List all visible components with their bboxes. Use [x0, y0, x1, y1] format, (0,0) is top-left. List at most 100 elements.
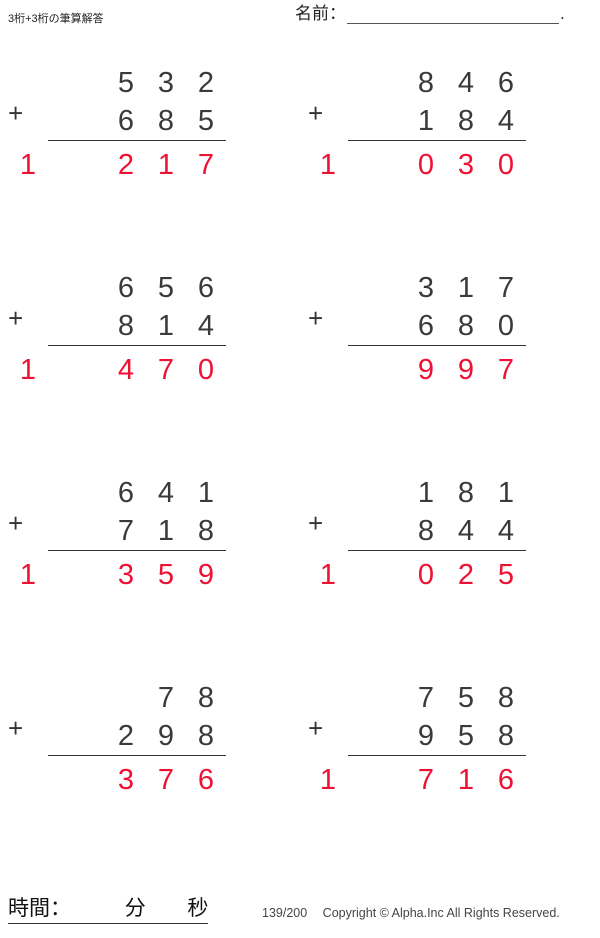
plus-icon: +	[8, 508, 24, 538]
worksheet-footer: 時間： 分 秒 139/200 Copyright © Alpha.Inc Al…	[0, 890, 600, 930]
answer-digit: 1	[457, 764, 475, 796]
answer-digit: 7	[197, 149, 215, 181]
top-operand-digit: 7	[417, 682, 435, 714]
name-input-line[interactable]	[347, 5, 559, 24]
plus-icon: +	[8, 98, 24, 128]
top-operand-digit: 8	[497, 682, 515, 714]
seconds-unit: 秒	[187, 897, 209, 920]
sum-rule-line	[348, 755, 526, 756]
bottom-operand-digit: 8	[497, 720, 515, 752]
sum-rule-line	[348, 550, 526, 551]
top-operand-digit: 5	[157, 272, 175, 304]
top-operand-digit: 1	[197, 477, 215, 509]
plus-icon: +	[308, 98, 324, 128]
answer-digit: 3	[457, 149, 475, 181]
page-number: 139/200	[262, 906, 308, 920]
bottom-operand-digit: 4	[457, 515, 475, 547]
bottom-operand-digit: 6	[117, 105, 135, 137]
bottom-operand-digit: 7	[117, 515, 135, 547]
time-label: 時間：	[8, 897, 71, 920]
answer-digit: 7	[157, 354, 175, 386]
answer-digit: 7	[497, 354, 515, 386]
top-operand-digit: 6	[197, 272, 215, 304]
top-operand-digit: 1	[497, 477, 515, 509]
top-operand-digit: 8	[457, 477, 475, 509]
answer-digit: 3	[117, 764, 135, 796]
top-operand-digit: 3	[417, 272, 435, 304]
bottom-operand-digit: 8	[417, 515, 435, 547]
top-operand-digit: 7	[157, 682, 175, 714]
top-operand-digit: 6	[497, 67, 515, 99]
copyright-text: Copyright © Alpha.Inc All Rights Reserve…	[322, 906, 560, 920]
sum-rule-line	[348, 140, 526, 141]
sum-rule-line	[48, 755, 226, 756]
bottom-operand-digit: 8	[197, 720, 215, 752]
top-operand-digit: 2	[197, 67, 215, 99]
answer-carry-digit: 1	[319, 764, 337, 796]
bottom-operand-digit: 9	[157, 720, 175, 752]
time-field-block[interactable]: 時間： 分 秒	[8, 892, 209, 924]
answer-carry-digit: 1	[319, 149, 337, 181]
answer-digit: 1	[157, 149, 175, 181]
answer-carry-digit: 1	[19, 149, 37, 181]
bottom-operand-digit: 4	[197, 310, 215, 342]
top-operand-digit: 7	[497, 272, 515, 304]
answer-digit: 4	[117, 354, 135, 386]
top-operand-digit: 5	[457, 682, 475, 714]
worksheet-header: 3桁+3桁の筆算解答 名前： .	[0, 0, 600, 40]
plus-icon: +	[8, 713, 24, 743]
bottom-operand-digit: 4	[497, 515, 515, 547]
bottom-operand-digit: 8	[197, 515, 215, 547]
bottom-operand-digit: 8	[157, 105, 175, 137]
bottom-operand-digit: 4	[497, 105, 515, 137]
top-operand-digit: 6	[117, 477, 135, 509]
sum-rule-line	[48, 345, 226, 346]
top-operand-digit: 8	[417, 67, 435, 99]
answer-digit: 0	[497, 149, 515, 181]
answer-digit: 9	[197, 559, 215, 591]
name-period: .	[560, 4, 565, 23]
bottom-operand-digit: 0	[497, 310, 515, 342]
answer-digit: 2	[117, 149, 135, 181]
plus-icon: +	[8, 303, 24, 333]
bottom-operand-digit: 8	[457, 105, 475, 137]
name-label: 名前：	[295, 4, 346, 23]
bottom-operand-digit: 9	[417, 720, 435, 752]
answer-carry-digit: 1	[319, 559, 337, 591]
answer-digit: 7	[157, 764, 175, 796]
answer-carry-digit: 1	[19, 354, 37, 386]
plus-icon: +	[308, 303, 324, 333]
bottom-operand-digit: 5	[197, 105, 215, 137]
top-operand-digit: 3	[157, 67, 175, 99]
bottom-operand-digit: 5	[457, 720, 475, 752]
